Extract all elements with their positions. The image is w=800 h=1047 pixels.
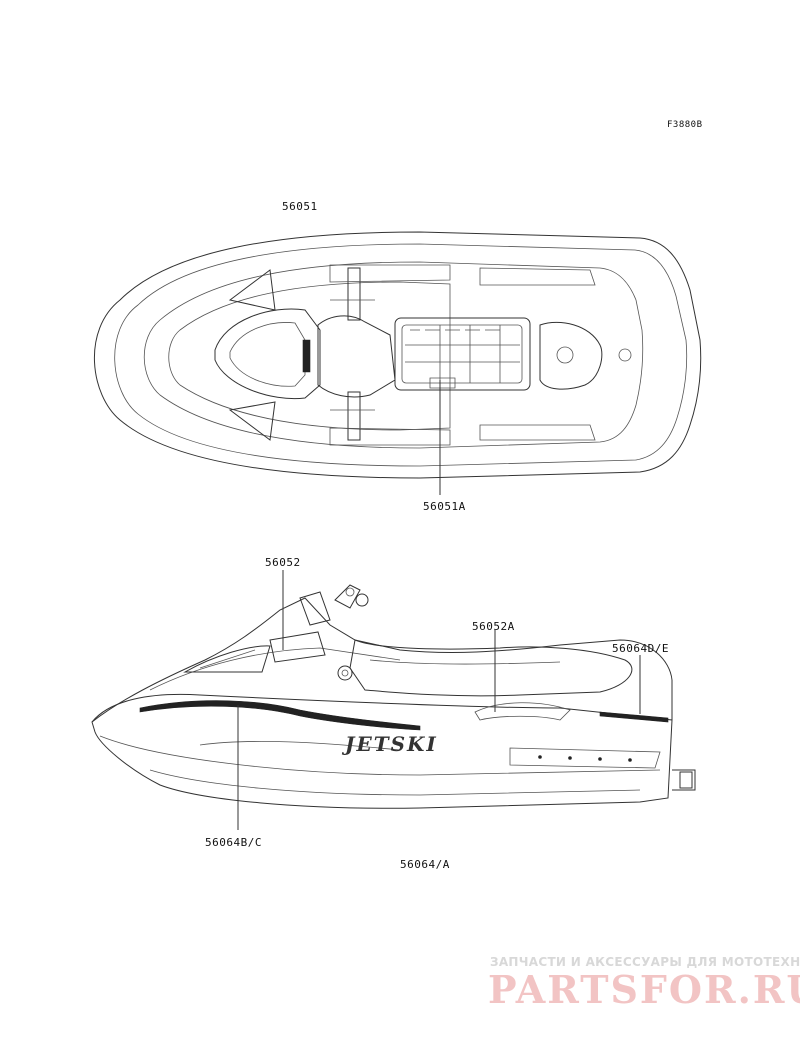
jet-ski-decal-text: JETSKI — [345, 732, 438, 756]
figure-code: F3880B — [667, 120, 703, 130]
part-label-56051a: 56051A — [423, 500, 466, 513]
part-label-56064-a: 56064/A — [400, 858, 450, 871]
part-label-56052: 56052 — [265, 556, 301, 569]
watermark-tagline: ЗАПЧАСТИ И АКСЕССУАРЫ ДЛЯ МОТОТЕХНИКИ — [490, 955, 800, 969]
watermark-logo: PARTSFOR.RU — [488, 967, 800, 1012]
part-label-56064d-e: 56064D/E — [612, 642, 669, 655]
part-label-56052a: 56052A — [472, 620, 515, 633]
part-label-56064b-c: 56064B/C — [205, 836, 262, 849]
part-label-56051: 56051 — [282, 200, 318, 213]
